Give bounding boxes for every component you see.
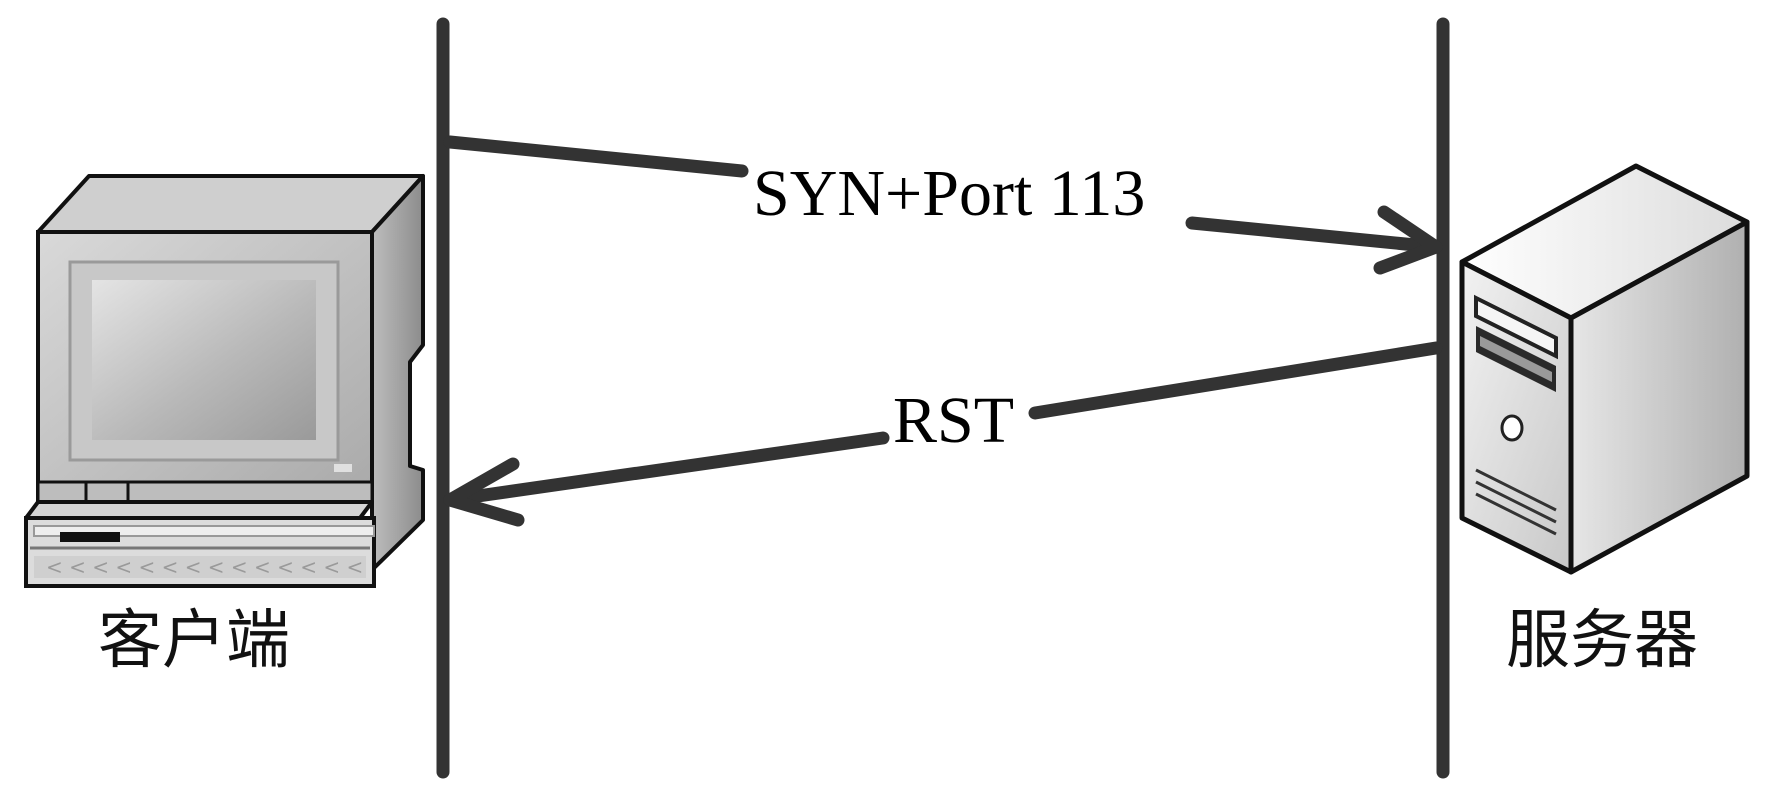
syn-arrowhead: [1373, 205, 1443, 275]
client-label: 客户端: [98, 604, 290, 678]
svg-text:< < < < < < < < < < < < < <: < < < < < < < < < < < < < <: [46, 555, 363, 579]
rst-arrowhead: [443, 457, 525, 527]
server-tower-icon: [1459, 163, 1750, 575]
rst-message-label: RST: [893, 384, 1014, 457]
desktop-computer-icon: < < < < < < < < < < < < < <: [24, 174, 425, 588]
rst-message-arrow: [443, 341, 1443, 527]
server-label: 服务器: [1506, 604, 1698, 678]
syn-message-label: SYN+Port 113: [753, 157, 1145, 230]
syn-message-arrow: [443, 135, 1443, 275]
